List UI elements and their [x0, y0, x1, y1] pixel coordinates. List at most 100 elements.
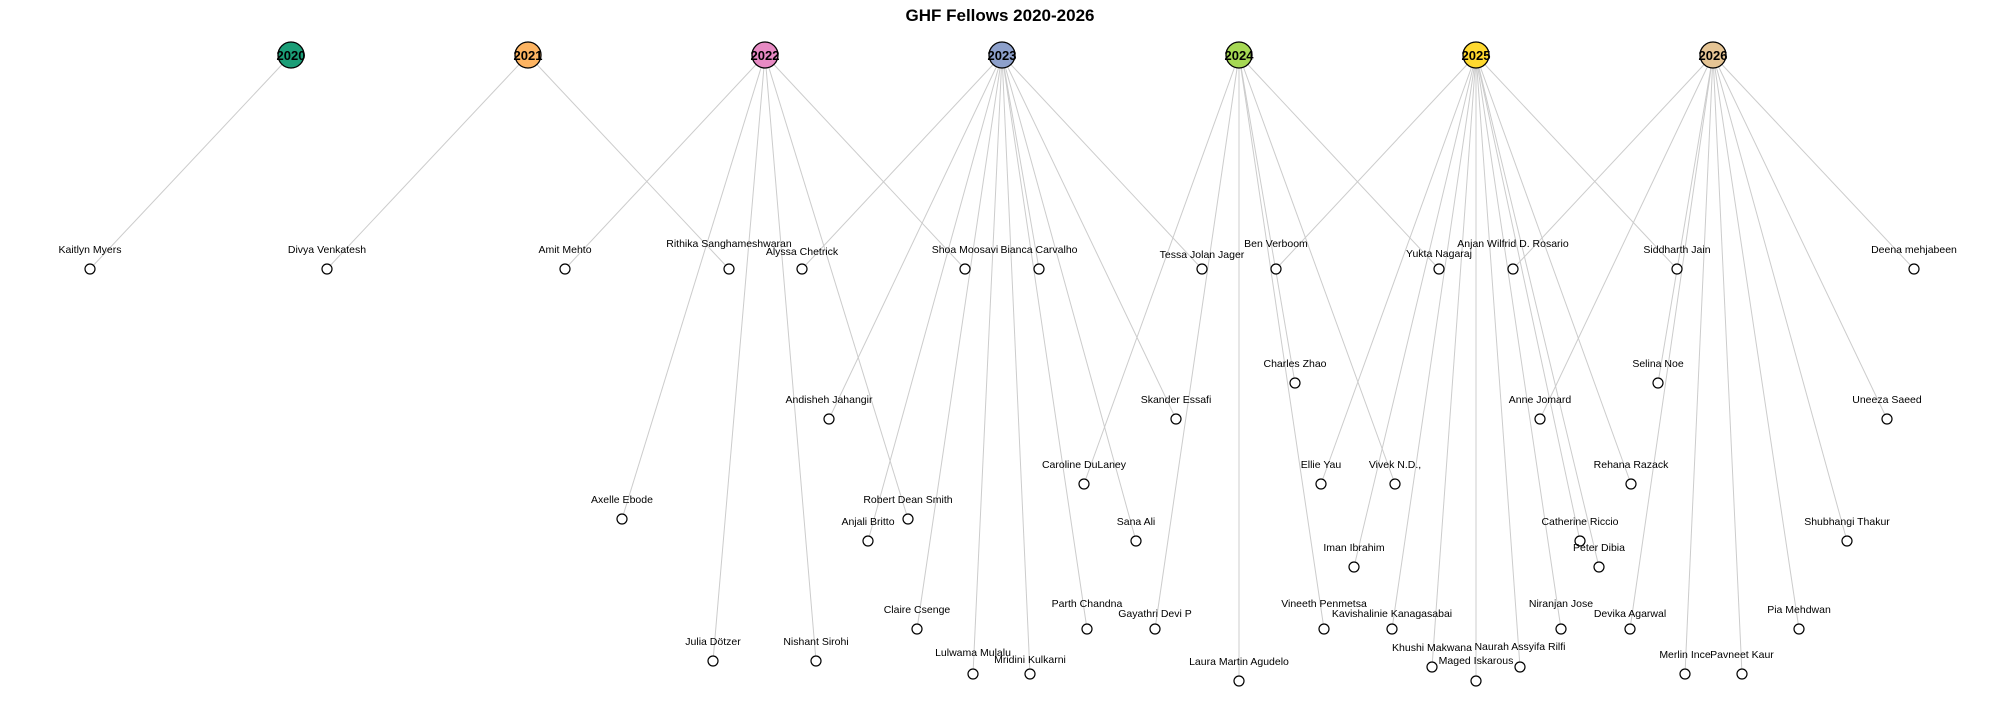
fellow-node-kavishalinie-kanagasabai [1386, 623, 1398, 635]
fellow-node-anne-jomard [1534, 413, 1546, 425]
fellow-node-alyssa-chetrick [796, 263, 808, 275]
fellow-node-robert-dean-smith [902, 513, 914, 525]
edge-2025-niranjan-jose [1475, 54, 1562, 630]
edge-2026-devika-agarwal [1629, 54, 1714, 630]
year-label-2022: 2022 [751, 48, 780, 63]
edge-2021-rithika-sanghameshwaran [527, 54, 730, 270]
fellow-node-nishant-sirohi [810, 655, 822, 667]
fellow-label-anjali-britto: Anjali Britto [841, 516, 894, 528]
fellow-label-devika-agarwal: Devika Agarwal [1594, 608, 1666, 620]
fellow-node-mridini-kulkarni [1024, 668, 1036, 680]
fellow-label-pia-mehdwan: Pia Mehdwan [1767, 604, 1831, 616]
edge-2023-alyssa-chetrick [801, 54, 1003, 270]
edge-2026-shubhangi-thakur [1712, 54, 1848, 542]
fellow-node-tessa-jolan-jager [1196, 263, 1208, 275]
edge-2020-kaitlyn-myers [89, 54, 292, 270]
fellow-label-bianca-carvalho: Bianca Carvalho [1000, 244, 1077, 256]
fellow-label-kavishalinie-kanagasabai: Kavishalinie Kanagasabai [1332, 608, 1452, 620]
edge-2026-anjan-wilfrid-d-rosario [1512, 54, 1714, 270]
year-label-2026: 2026 [1699, 48, 1728, 63]
year-node-2020 [277, 41, 305, 69]
edge-2025-catherine-riccio [1475, 54, 1581, 542]
year-label-2023: 2023 [988, 48, 1017, 63]
fellow-node-kaitlyn-myers [84, 263, 96, 275]
fellow-node-rithika-sanghameshwaran [723, 263, 735, 275]
fellow-label-ellie-yau: Ellie Yau [1301, 459, 1342, 471]
fellow-label-laura-martin-agudelo: Laura Martin Agudelo [1189, 656, 1289, 668]
fellow-label-claire-csenge: Claire Csenge [884, 604, 951, 616]
fellow-node-lulwama-mulalu [967, 668, 979, 680]
year-node-2025 [1462, 41, 1490, 69]
fellow-label-caroline-dulaney: Caroline DuLaney [1042, 459, 1127, 471]
fellow-label-pavneet-kaur: Pavneet Kaur [1710, 649, 1774, 661]
fellow-label-ben-verboom: Ben Verboom [1244, 238, 1308, 250]
edge-2023-lulwama-mulalu [972, 54, 1003, 675]
fellow-node-selina-noe [1652, 377, 1664, 389]
fellow-label-lulwama-mulalu: Lulwama Mulalu [935, 647, 1011, 659]
edge-2025-rehana-razack [1475, 54, 1632, 485]
fellow-node-divya-venkatesh [321, 263, 333, 275]
fellow-node-laura-martin-agudelo [1233, 675, 1245, 687]
fellow-node-caroline-dulaney [1078, 478, 1090, 490]
edge-2022-julia-dotzer [712, 54, 766, 662]
fellow-label-khushi-makwana: Khushi Makwana [1392, 642, 1472, 654]
edge-2026-selina-noe [1657, 54, 1714, 384]
edge-2025-siddharth-jain [1475, 54, 1678, 270]
fellow-label-merlin-ince: Merlin Ince [1659, 649, 1711, 661]
fellow-label-charles-zhao: Charles Zhao [1263, 358, 1326, 370]
fellow-node-deena-mehjabeen [1908, 263, 1920, 275]
fellow-label-parth-chandna: Parth Chandna [1052, 598, 1123, 610]
fellow-label-skander-essafi: Skander Essafi [1141, 394, 1212, 406]
fellow-label-nishant-sirohi: Nishant Sirohi [783, 636, 848, 648]
fellow-label-selina-noe: Selina Noe [1632, 358, 1684, 370]
fellow-label-gayathri-devi-p: Gayathri Devi P [1118, 608, 1192, 620]
edge-2023-bianca-carvalho [1001, 54, 1040, 270]
year-node-2024 [1225, 41, 1253, 69]
fellow-node-anjali-britto [862, 535, 874, 547]
edge-2023-andisheh-jahangir [828, 54, 1003, 420]
edge-2021-divya-venkatesh [326, 54, 529, 270]
fellow-node-peter-dibia [1593, 561, 1605, 573]
fellow-label-axelle-ebode: Axelle Ebode [591, 494, 653, 506]
fellow-node-maged-iskarous [1470, 675, 1482, 687]
fellow-nodes-layer: Kaitlyn Myers Divya Venkatesh Rithika Sang… [58, 238, 1957, 687]
fellow-label-kaitlyn-myers: Kaitlyn Myers [58, 244, 121, 256]
fellow-label-maged-iskarous: Maged Iskarous [1439, 655, 1514, 667]
edge-2022-amit-mehto [564, 54, 766, 270]
fellow-label-andisheh-jahangir: Andisheh Jahangir [786, 394, 873, 406]
fellow-node-khushi-makwana [1426, 661, 1438, 673]
fellow-node-shubhangi-thakur [1841, 535, 1853, 547]
edge-2024-yukta-nagaraj [1238, 54, 1440, 270]
fellow-label-rithika-sanghameshwaran: Rithika Sanghameshwaran [666, 238, 792, 250]
fellow-label-vivek-n-d: Vivek N.D., [1369, 459, 1421, 471]
edge-2025-iman-ibrahim [1353, 54, 1477, 568]
fellow-node-merlin-ince [1679, 668, 1691, 680]
fellow-node-gayathri-devi-p [1149, 623, 1161, 635]
fellow-node-pia-mehdwan [1793, 623, 1805, 635]
edge-2025-kavishalinie-kanagasabai [1391, 54, 1477, 630]
edge-2026-merlin-ince [1684, 54, 1714, 675]
fellow-label-divya-venkatesh: Divya Venkatesh [288, 244, 366, 256]
edge-2024-charles-zhao [1238, 54, 1296, 384]
edges-layer [89, 54, 1915, 681]
edge-2025-ellie-yau [1320, 54, 1477, 485]
year-label-2025: 2025 [1462, 48, 1491, 63]
fellow-node-niranjan-jose [1555, 623, 1567, 635]
year-node-2023 [988, 41, 1016, 69]
fellow-label-iman-ibrahim: Iman Ibrahim [1323, 542, 1385, 554]
edge-2023-claire-csenge [916, 54, 1003, 630]
fellow-node-pavneet-kaur [1736, 668, 1748, 680]
edge-2026-deena-mehjabeen [1712, 54, 1915, 270]
fellow-node-devika-agarwal [1624, 623, 1636, 635]
edge-2024-gayathri-devi-p [1154, 54, 1240, 630]
diagram-title: GHF Fellows 2020-2026 [906, 6, 1095, 25]
fellow-label-mridini-kulkarni: Mridini Kulkarni [994, 654, 1066, 666]
fellow-label-tessa-jolan-jager: Tessa Jolan Jager [1160, 249, 1245, 261]
fellow-node-parth-chandna [1081, 623, 1093, 635]
fellow-label-anne-jomard: Anne Jomard [1509, 394, 1572, 406]
fellow-node-charles-zhao [1289, 377, 1301, 389]
fellow-label-alyssa-chetrick: Alyssa Chetrick [766, 246, 839, 258]
fellow-label-naurah-assyifa-rilfi: Naurah Assyifa Rilfi [1474, 641, 1565, 653]
